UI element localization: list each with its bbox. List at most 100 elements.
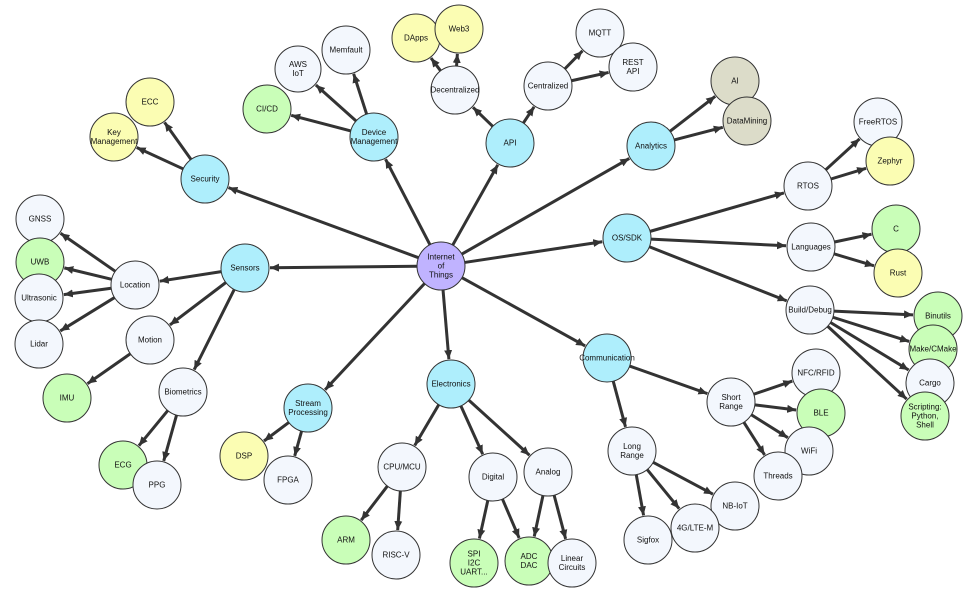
node-label: FreeRTOS bbox=[859, 118, 897, 127]
edge-shortrange-to-ble bbox=[754, 403, 797, 413]
node-scripting: Scripting:Python,Shell bbox=[900, 391, 950, 441]
edge-cpumcu-to-arm bbox=[360, 485, 389, 522]
node-label: Shell bbox=[916, 421, 934, 430]
node-label: API bbox=[627, 67, 640, 76]
edge-digital-to-adcdac bbox=[501, 498, 521, 539]
node-label: Biometrics bbox=[164, 388, 201, 397]
node-label: ECC bbox=[142, 98, 159, 107]
node-web3: Web3 bbox=[434, 4, 484, 54]
node-circle bbox=[582, 333, 632, 383]
node-label: OS/SDK bbox=[612, 234, 643, 243]
edge-digital-to-spi bbox=[477, 500, 490, 539]
node-ai: AI bbox=[710, 56, 760, 106]
edge-centralized-to-mqtt bbox=[563, 49, 584, 70]
node-circle bbox=[783, 161, 833, 211]
edge-iot-to-sensors bbox=[269, 263, 418, 272]
edge-languages-to-c bbox=[834, 232, 872, 244]
node-label: BLE bbox=[813, 409, 828, 418]
node-label: Rust bbox=[890, 269, 907, 278]
node-gnss: GNSS bbox=[15, 194, 65, 244]
edge-api-to-centralized bbox=[522, 105, 536, 124]
edge-decentralized-to-dapps bbox=[429, 57, 442, 72]
node-label: SPI bbox=[468, 550, 481, 559]
node-label: Ultrasonic bbox=[21, 294, 57, 303]
node-circle bbox=[722, 96, 772, 146]
edge-iot-to-devmgmt bbox=[384, 158, 432, 246]
node-label: Electronics bbox=[431, 380, 470, 389]
edge-sensors-to-location bbox=[159, 270, 222, 284]
node-circle bbox=[14, 319, 64, 369]
node-decentralized: Decentralized bbox=[430, 65, 480, 115]
node-label: Circuits bbox=[559, 563, 586, 572]
node-arm: ARM bbox=[321, 515, 371, 565]
node-analog: Analog bbox=[523, 447, 573, 497]
node-imu: IMU bbox=[42, 373, 92, 423]
edge-iot-to-ossdk bbox=[464, 239, 603, 264]
edge-builddebug-to-makecmake bbox=[832, 315, 910, 343]
node-cpumcu: CPU/MCU bbox=[377, 442, 427, 492]
node-circle bbox=[263, 455, 313, 505]
node-label: Device bbox=[362, 128, 387, 137]
node-mqtt: MQTT bbox=[575, 8, 625, 58]
edge-streamproc-to-dsp bbox=[263, 421, 290, 443]
node-label: DSP bbox=[236, 452, 252, 461]
node-circle bbox=[623, 515, 673, 565]
node-circle bbox=[608, 42, 658, 92]
edge-electronics-to-cpumcu bbox=[413, 403, 441, 447]
edge-builddebug-to-scripting bbox=[826, 325, 908, 401]
edge-iot-to-api bbox=[451, 164, 500, 246]
node-label: Decentralized bbox=[431, 86, 480, 95]
edge-analog-to-adcdac bbox=[532, 495, 545, 537]
node-label: Things bbox=[429, 271, 453, 280]
node-label: Linear bbox=[561, 554, 584, 563]
edge-streamproc-to-fpga bbox=[293, 430, 304, 457]
node-label: Build/Debug bbox=[788, 306, 832, 315]
node-label: Centralized bbox=[528, 82, 568, 91]
node-label: Long bbox=[623, 442, 641, 451]
node-label: Security bbox=[191, 175, 220, 184]
node-label: RISC-V bbox=[382, 551, 410, 560]
edge-shortrange-to-nfcrfid bbox=[753, 379, 793, 396]
node-circle bbox=[242, 84, 292, 134]
node-circle bbox=[865, 136, 915, 186]
node-circle bbox=[180, 154, 230, 204]
node-lte: 4G/LTE-M bbox=[670, 503, 720, 553]
node-threads: Threads bbox=[753, 451, 803, 501]
node-circle bbox=[430, 65, 480, 115]
node-circle bbox=[89, 112, 139, 162]
node-label: Short bbox=[721, 393, 741, 402]
node-label: Management bbox=[351, 137, 398, 146]
node-label: FPGA bbox=[277, 476, 299, 485]
node-label: Motion bbox=[138, 336, 162, 345]
node-label: Range bbox=[620, 451, 644, 460]
edge-communication-to-shortrange bbox=[629, 364, 708, 396]
node-label: MQTT bbox=[589, 29, 612, 38]
edge-location-to-ultrasonic bbox=[63, 286, 112, 298]
node-circle bbox=[349, 112, 399, 162]
node-circle bbox=[710, 481, 760, 531]
edge-iot-to-analytics bbox=[461, 157, 631, 256]
edge-security-to-ecc bbox=[163, 121, 193, 161]
node-label: DataMining bbox=[727, 117, 767, 126]
node-electronics: Electronics bbox=[426, 359, 476, 409]
node-c: C bbox=[871, 204, 921, 254]
edge-rtos-to-freertos bbox=[824, 137, 861, 171]
node-datamining: DataMining bbox=[722, 96, 772, 146]
node-label: UART... bbox=[460, 568, 487, 577]
node-circle bbox=[321, 515, 371, 565]
node-label: Management bbox=[91, 137, 138, 146]
node-spi: SPII2CUART... bbox=[449, 538, 499, 588]
node-label: Location bbox=[120, 281, 150, 290]
node-circle bbox=[110, 260, 160, 310]
edge-location-to-uwb bbox=[63, 266, 113, 281]
node-label: AWS bbox=[289, 60, 307, 69]
node-label: Scripting: bbox=[908, 403, 941, 412]
node-label: RTOS bbox=[797, 182, 819, 191]
node-nbiot: NB-IoT bbox=[710, 481, 760, 531]
node-circle bbox=[132, 460, 182, 510]
node-circle bbox=[523, 447, 573, 497]
node-ultrasonic: Ultrasonic bbox=[14, 273, 64, 323]
edge-biometrics-to-ppg bbox=[162, 414, 178, 462]
